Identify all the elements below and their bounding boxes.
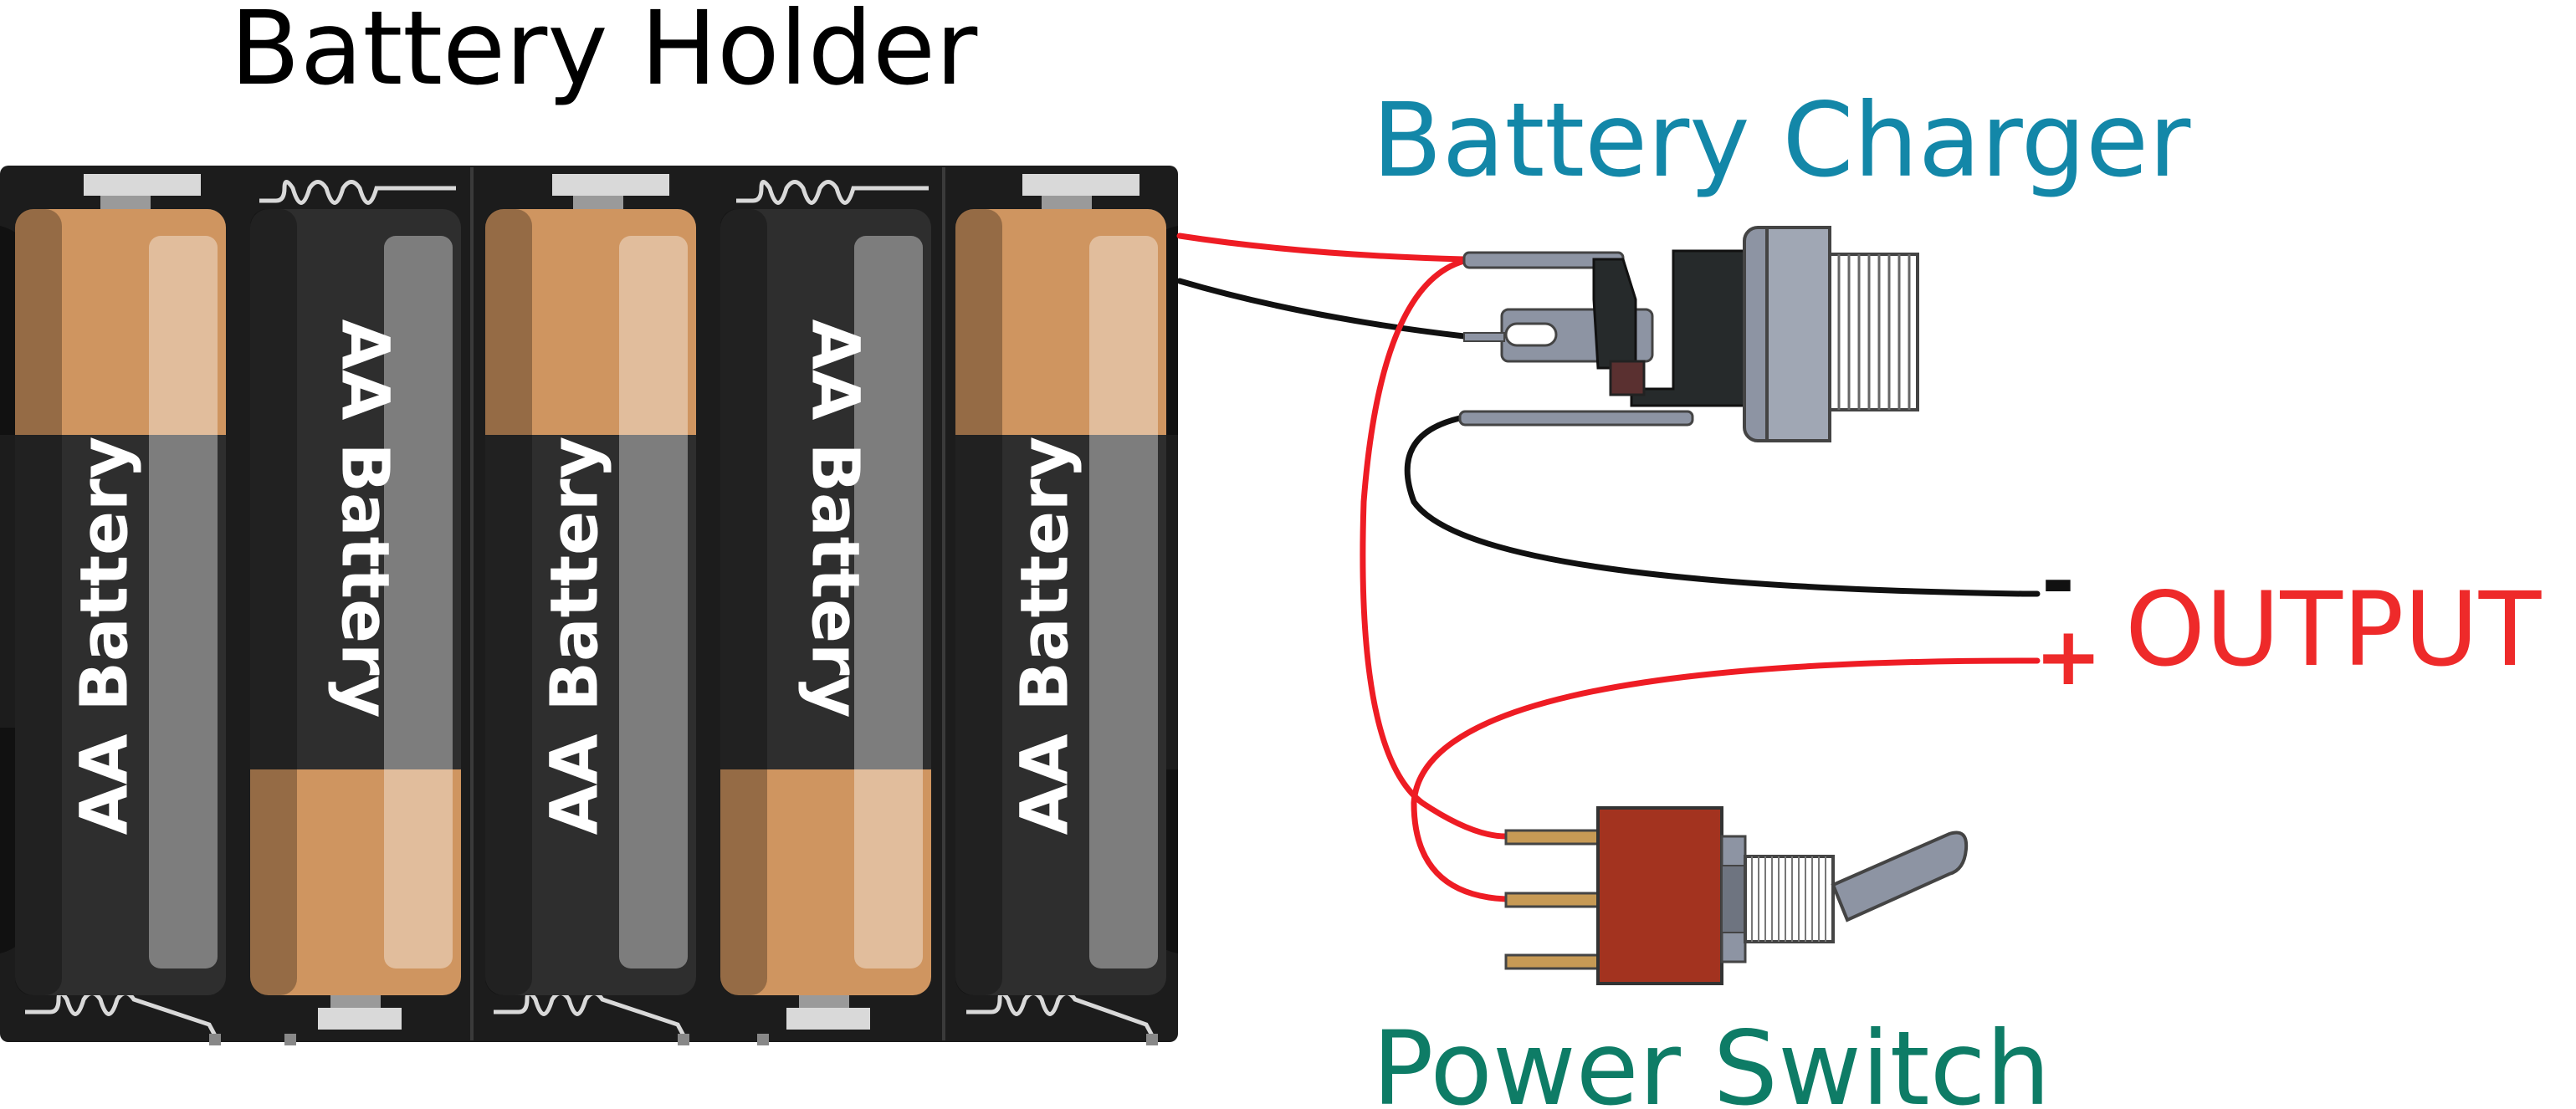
- aa-battery: AA Battery: [485, 209, 696, 995]
- red-wire-holder-to-charger: [1176, 233, 1467, 263]
- battery-label: AA Battery: [1007, 437, 1083, 836]
- battery-charger-jack: [1458, 226, 1919, 442]
- red-wire-charger-to-switch: [1360, 258, 1509, 840]
- aa-battery: AA Battery: [955, 209, 1166, 995]
- battery-holder-title: Battery Holder: [230, 0, 978, 108]
- red-wire-switch-to-output-plus: [1411, 657, 2026, 902]
- battery-label: AA Battery: [797, 319, 873, 718]
- battery-label: AA Battery: [537, 437, 612, 836]
- switch-lever[interactable]: [1831, 830, 1969, 922]
- battery-label: AA Battery: [67, 437, 142, 836]
- aa-battery: AA Battery: [720, 209, 931, 995]
- top-spring-contacts: [259, 180, 929, 205]
- power-switch-title: Power Switch: [1372, 1009, 2051, 1109]
- black-wire-holder-to-charger: [1176, 278, 1467, 340]
- bottom-contact-2: [786, 1008, 870, 1030]
- top-contact-1: [84, 174, 201, 196]
- batteries: AA Battery AA Battery AA Battery AA Battery…: [15, 209, 1166, 995]
- battery-charger-title: Battery Charger: [1372, 81, 2191, 200]
- output-label: OUTPUT: [2125, 570, 2542, 689]
- output-plus-sign: +: [2035, 610, 2102, 703]
- wires: [1176, 233, 2026, 902]
- top-contact-3: [1022, 174, 1139, 196]
- output-terminals: [2020, 590, 2041, 664]
- output-minus-sign: -: [2041, 534, 2075, 628]
- bottom-spring-contacts: [25, 991, 1155, 1039]
- switch-body: [1596, 806, 1723, 985]
- aa-battery: AA Battery: [250, 209, 461, 995]
- top-contact-2: [552, 174, 669, 196]
- power-switch-toggle: [1504, 806, 1969, 985]
- bottom-contact-1: [318, 1008, 402, 1030]
- battery-label: AA Battery: [327, 319, 402, 718]
- battery-holder: AA Battery AA Battery AA Battery AA Battery…: [0, 166, 1178, 1045]
- jack-thread: [1828, 253, 1919, 411]
- aa-battery: AA Battery: [15, 209, 226, 995]
- black-wire-charger-to-output-minus: [1404, 415, 2026, 597]
